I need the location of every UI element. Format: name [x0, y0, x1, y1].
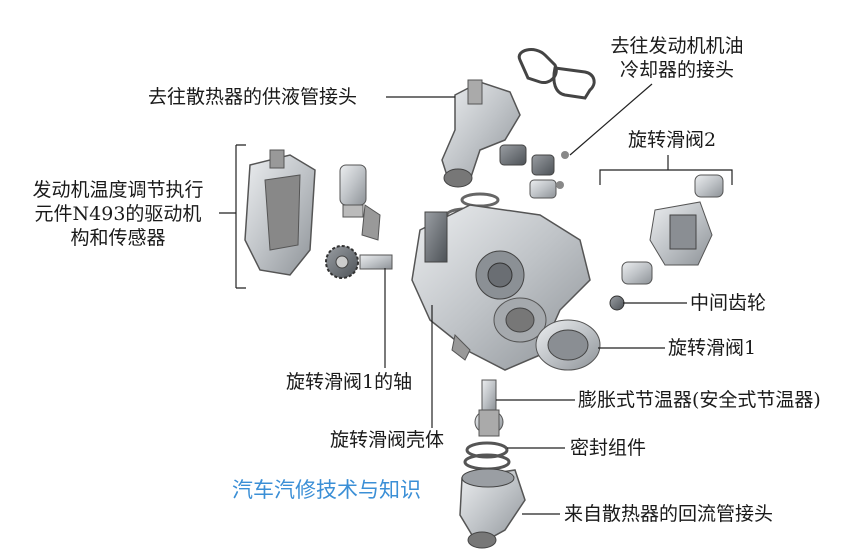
gasket-part	[517, 48, 596, 100]
motor-part	[339, 164, 381, 241]
label-rotary-valve-2: 旋转滑阀2	[628, 129, 717, 151]
oil-cooler-connector-part	[499, 144, 569, 199]
actuator-n493-part	[244, 149, 316, 276]
rotary-valve-2-part	[621, 174, 724, 285]
label-oil-cooler-line1: 去往发动机机油	[610, 35, 744, 57]
label-rotary-valve-1: 旋转滑阀1	[668, 337, 757, 359]
label-actuator-line3: 构和传感器	[70, 227, 166, 249]
label-actuator-n493: 发动机温度调节执行 元件N493的驱动机 构和传感器	[18, 178, 218, 250]
label-supply-connector: 去往散热器的供液管接头	[148, 86, 358, 108]
label-oil-cooler-line2: 冷却器的接头	[619, 59, 734, 81]
watermark-text: 汽车汽修技术与知识	[232, 478, 421, 502]
label-rotary-valve-housing: 旋转滑阀壳体	[330, 429, 445, 451]
thermostat-part	[474, 379, 504, 437]
gear-part	[325, 245, 393, 279]
supply-connector-part	[441, 79, 521, 188]
label-intermediate-gear: 中间齿轮	[690, 292, 767, 314]
leader-lines	[219, 83, 733, 515]
label-actuator-line1: 发动机温度调节执行	[32, 179, 204, 201]
label-oil-cooler-connector: 去往发动机机油 冷却器的接头	[594, 34, 760, 82]
seal-kit-part	[463, 441, 511, 471]
intermediate-gear-part	[609, 295, 625, 311]
return-connector-part	[459, 468, 526, 549]
label-actuator-line2: 元件N493的驱动机	[34, 203, 202, 225]
label-expansion-thermostat: 膨胀式节温器(安全式节温器)	[578, 389, 821, 411]
rotary-valve-1-part	[535, 319, 601, 371]
label-rotary-valve-1-shaft: 旋转滑阀1的轴	[286, 371, 413, 393]
label-seal-kit: 密封组件	[570, 437, 647, 459]
label-return-connector: 来自散热器的回流管接头	[564, 503, 774, 525]
